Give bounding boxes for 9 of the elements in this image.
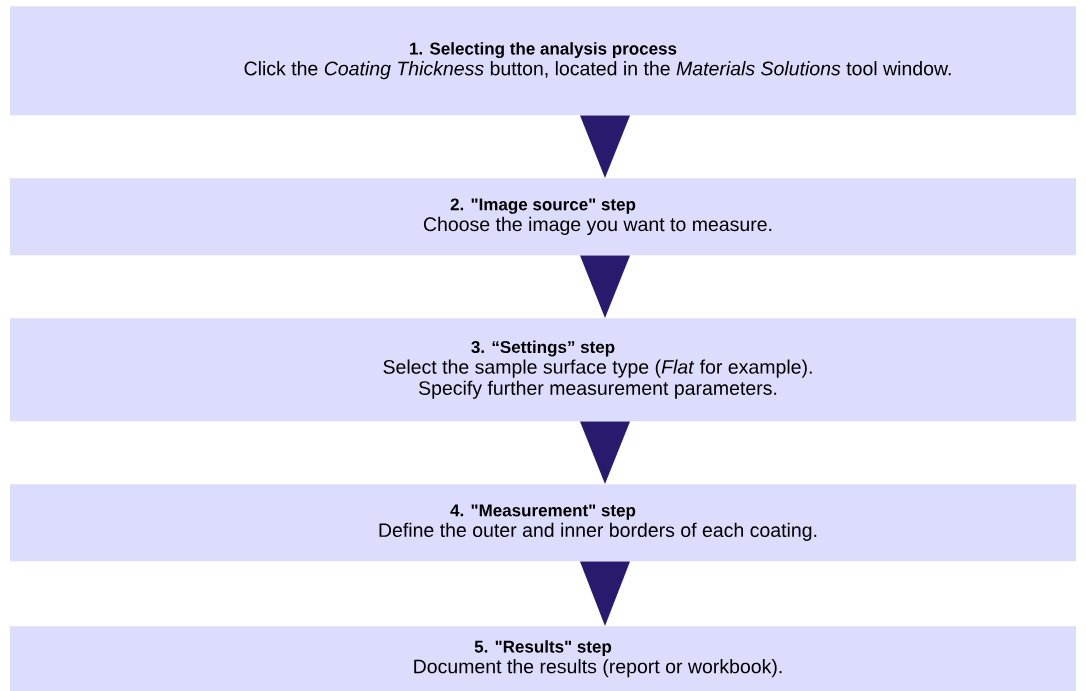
arrow bbox=[580, 421, 630, 484]
step-box: 2. "Image source" step Choose the image you want to measure. bbox=[10, 178, 1076, 256]
arrow bbox=[580, 561, 630, 626]
step-box: 1. Selecting the analysis process Click the Coating Thickness button, located in the Materials Solutions tool window. bbox=[10, 6, 1076, 116]
step-box: 5. "Results" step Document the results (report or workbook). bbox=[10, 626, 1076, 691]
arrow bbox=[580, 115, 630, 178]
step-box: 4. "Measurement" step Define the outer and inner borders of each coating. bbox=[10, 484, 1076, 562]
step-box: 3. “Settings” step Select the sample surface type (Flat for example). Specify further measurement parameters. bbox=[10, 318, 1076, 422]
arrow bbox=[580, 255, 630, 318]
